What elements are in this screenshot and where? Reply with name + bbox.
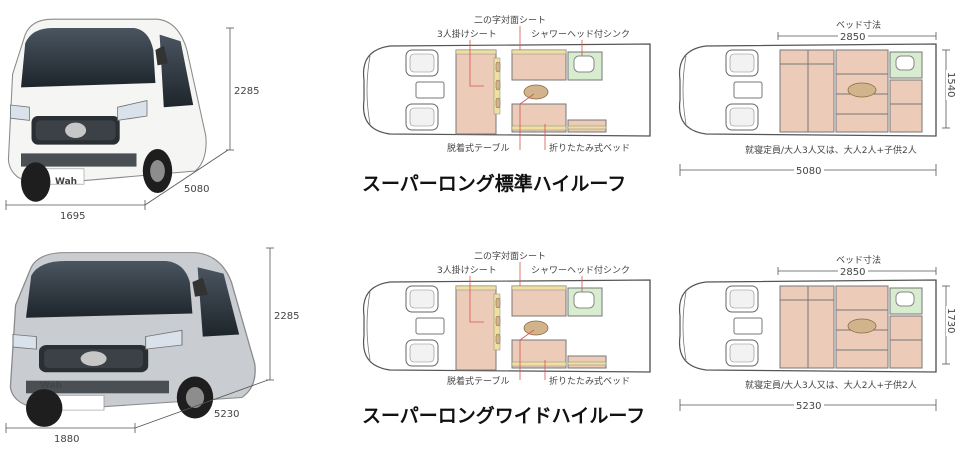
bottom-bed-capacity: 就寝定員/大人3人又は、大人2人+子供2人 <box>745 379 917 391</box>
bottom-sink-label: シャワーヘッド付シンク <box>531 265 630 276</box>
bottom-bed-length: 2850 <box>840 267 865 278</box>
top-layout-leaders <box>469 26 583 150</box>
top-height-dim: 2285 <box>234 86 259 97</box>
top-bed-label: 折りたたみ式ベッド <box>549 142 630 154</box>
top-model-title: スーパーロング標準ハイルーフ <box>362 172 626 195</box>
top-facing-label: 二の字対面シート <box>474 14 546 26</box>
top-bed-length: 2850 <box>840 32 865 43</box>
bottom-model-title: スーパーロングワイドハイルーフ <box>362 404 645 427</box>
top-floor-plan <box>362 43 651 137</box>
bottom-length-dim: 5230 <box>214 409 239 420</box>
top-bed-plan <box>678 43 937 137</box>
bottom-table-label: 脱着式テーブル <box>447 375 509 387</box>
top-seat3-label: 3人掛けシート <box>437 28 497 40</box>
top-sink-label: シャワーヘッド付シンク <box>531 29 630 40</box>
bottom-width-dim: 1880 <box>54 434 79 445</box>
top-dimension-lines <box>5 27 234 210</box>
bottom-bed-heading: ベッド寸法 <box>836 254 881 266</box>
bottom-dimension-lines <box>5 247 274 433</box>
bottom-bed-plan <box>678 279 937 373</box>
top-length-dim: 5080 <box>184 184 209 195</box>
bottom-van-photo <box>9 251 256 428</box>
top-bed-width: 1540 <box>945 72 956 97</box>
bottom-layout-leaders <box>469 262 583 380</box>
top-bed-heading: ベッド寸法 <box>836 19 881 31</box>
top-van-photo <box>7 18 207 203</box>
bottom-seat3-label: 3人掛けシート <box>437 264 497 276</box>
bottom-floor-plan <box>362 279 651 373</box>
top-bed-capacity: 就寝定員/大人3人又は、大人2人+子供2人 <box>745 144 917 156</box>
bottom-facing-label: 二の字対面シート <box>474 250 546 262</box>
bottom-height-dim: 2285 <box>274 311 299 322</box>
bottom-bed-width: 1730 <box>945 308 956 333</box>
top-width-dim: 1695 <box>60 211 85 222</box>
top-bed-total-length: 5080 <box>796 166 821 177</box>
bottom-bed-label: 折りたたみ式ベッド <box>549 375 630 387</box>
bottom-bed-total-length: 5230 <box>796 401 821 412</box>
bottom-van-badge: Wah <box>40 381 62 391</box>
top-table-label: 脱着式テーブル <box>447 142 509 154</box>
top-van-badge: Wah <box>55 177 77 187</box>
